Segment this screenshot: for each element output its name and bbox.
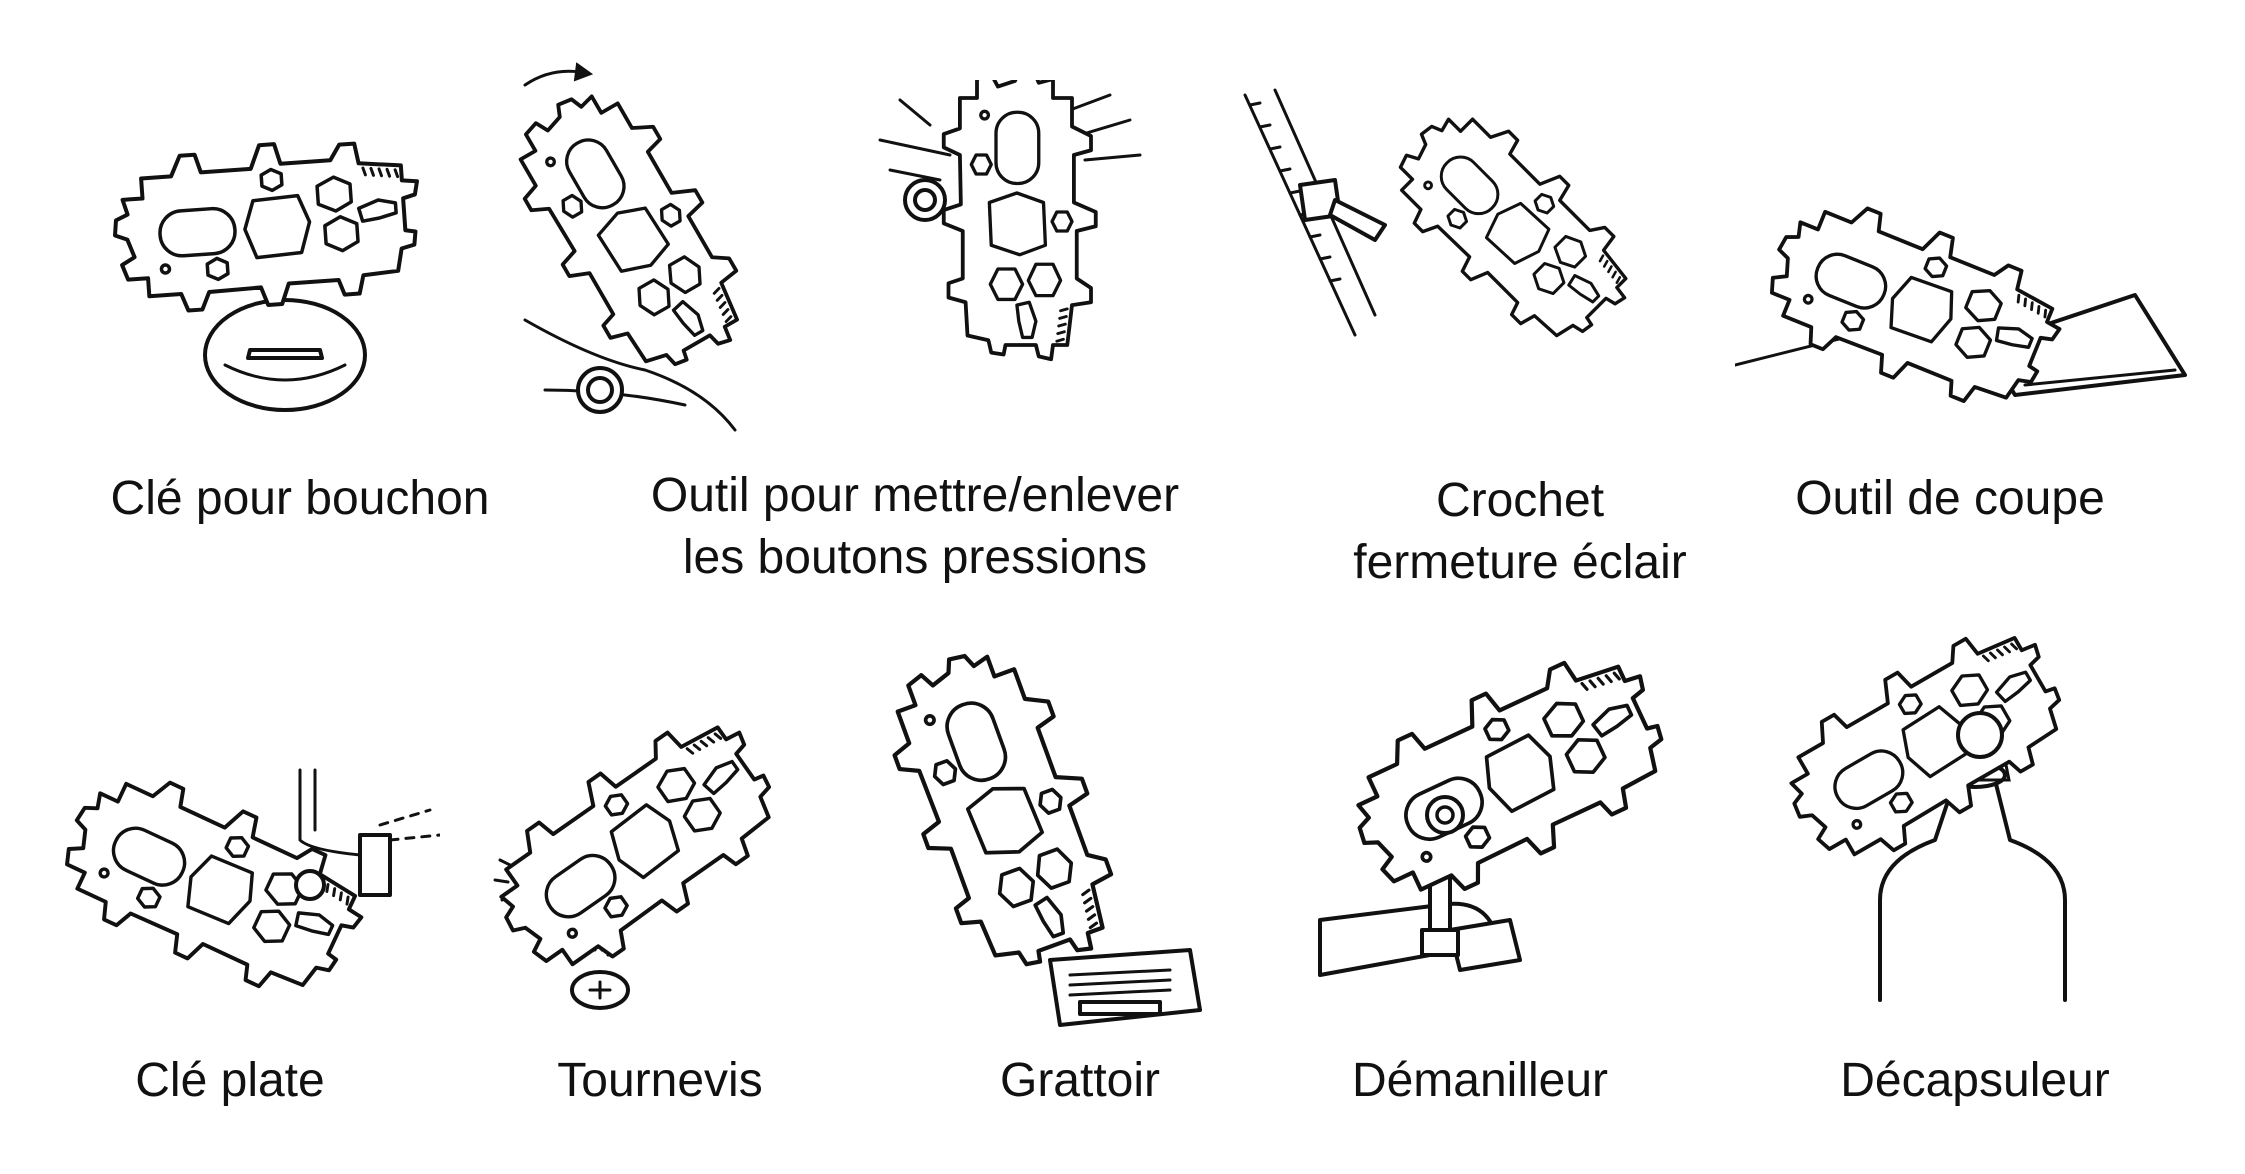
tool-label: Clé plate bbox=[135, 1054, 325, 1107]
zipper-hook-icon bbox=[1235, 85, 1655, 435]
tool-label: Clé pour bouchon bbox=[110, 472, 490, 525]
cap-wrench-icon bbox=[100, 120, 440, 420]
snap-button-tool-icon-2 bbox=[870, 80, 1150, 440]
bottle-opener-icon bbox=[1785, 620, 2105, 1010]
tool-label: Outil de coupe bbox=[1795, 472, 2105, 525]
tool-label: Crochet fermeture éclair bbox=[1353, 474, 1687, 589]
cutting-tool-icon bbox=[1735, 195, 2195, 435]
screwdriver-icon bbox=[490, 650, 830, 1020]
snap-button-tool-icon bbox=[505, 60, 765, 440]
scraper-icon bbox=[850, 620, 1210, 1030]
tool-label: Tournevis bbox=[557, 1054, 763, 1107]
tool-label: Grattoir bbox=[999, 1054, 1161, 1107]
tool-label: Décapsuleur bbox=[1840, 1054, 2110, 1107]
shackle-opener-icon bbox=[1310, 630, 1730, 1010]
tool-label: Outil pour mettre/enlever les boutons pr… bbox=[650, 469, 1180, 584]
flat-wrench-icon bbox=[60, 740, 440, 1040]
tool-label: Démanilleur bbox=[1351, 1054, 1609, 1107]
